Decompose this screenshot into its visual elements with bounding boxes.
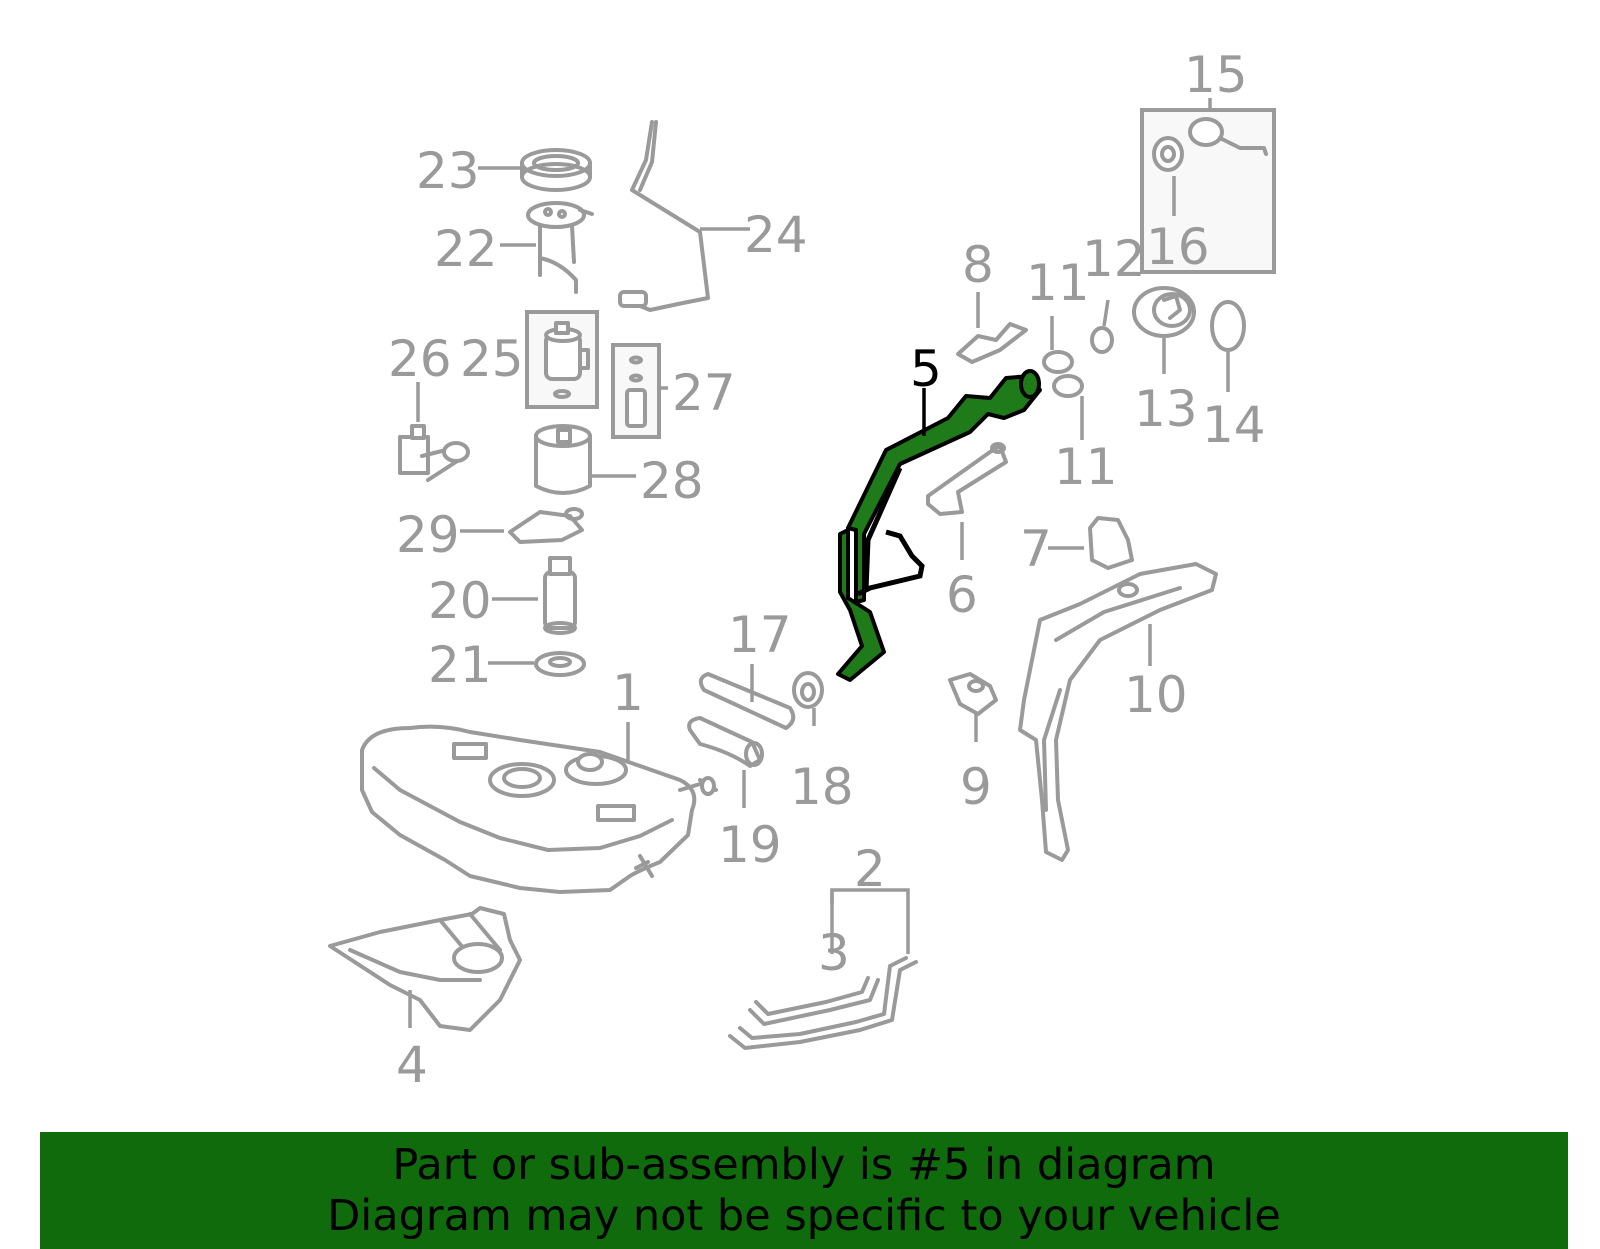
part-13-filler-neck (1132, 286, 1196, 338)
callout-10: 10 (1124, 666, 1188, 724)
part-27-check-valve (611, 343, 661, 439)
part-29-bracket (508, 507, 584, 544)
callout-23: 23 (416, 142, 480, 200)
callout-22: 22 (434, 220, 498, 278)
callout-7: 7 (1020, 520, 1052, 578)
callout-15: 15 (1184, 46, 1248, 104)
part-6-bracket (926, 442, 1008, 516)
leader-lines (408, 98, 1230, 1028)
part-5-filler-pipe (836, 369, 1042, 682)
callout-11b: 11 (1054, 438, 1118, 496)
callout-20: 20 (428, 572, 492, 630)
part-24-fuel-line (618, 120, 710, 312)
part-11-grommets (1042, 350, 1084, 398)
part-2-3-tank-straps (728, 956, 918, 1050)
callout-29: 29 (396, 506, 460, 564)
callout-8: 8 (962, 236, 994, 294)
callout-18: 18 (790, 758, 854, 816)
callout-27: 27 (672, 364, 736, 422)
part-20-fuel-pump (543, 556, 577, 635)
part-22-pump-bracket (526, 201, 594, 294)
callout-3: 3 (818, 924, 850, 982)
callout-21: 21 (428, 636, 492, 694)
part-9-clip (948, 672, 998, 716)
part-28-reservoir (534, 424, 592, 495)
callout-25: 25 (460, 330, 524, 388)
part-7-bracket (1088, 516, 1134, 570)
banner-line-1: Part or sub-assembly is #5 in diagram (392, 1139, 1216, 1190)
callout-14: 14 (1202, 396, 1266, 454)
callout-2: 2 (854, 840, 886, 898)
part-17-hose (698, 672, 796, 730)
part-15-fuel-cap (1140, 108, 1276, 274)
part-25-fuel-filter (525, 310, 599, 409)
part-23-lock-ring (520, 148, 592, 192)
parts-diagram: 1 2 3 4 5 6 7 8 9 10 11 11 12 13 14 15 1… (328, 46, 1276, 1094)
callout-26: 26 (388, 330, 452, 388)
callout-labels: 1 2 3 4 5 6 7 8 9 10 11 11 12 13 14 15 1… (388, 46, 1266, 1094)
callout-1: 1 (612, 664, 644, 722)
part-12-o-ring (1090, 326, 1114, 354)
part-18-clamp (792, 671, 824, 709)
callout-5: 5 (910, 340, 942, 398)
part-1-fuel-tank (360, 724, 718, 894)
callout-9: 9 (960, 758, 992, 816)
callout-11a: 11 (1026, 254, 1090, 312)
part-10-housing (1018, 562, 1218, 862)
part-4-heat-shield (328, 906, 522, 1032)
part-14-gasket (1210, 300, 1246, 352)
callout-16: 16 (1146, 218, 1210, 276)
callout-4: 4 (396, 1036, 428, 1094)
part-21-seal (534, 651, 586, 677)
callout-17: 17 (728, 606, 792, 664)
part-19-filler-hose (687, 716, 764, 768)
callout-24: 24 (744, 206, 808, 264)
banner-line-2: Diagram may not be specific to your vehi… (327, 1190, 1281, 1241)
callout-13: 13 (1134, 380, 1198, 438)
part-26-sender (398, 424, 470, 482)
callout-19: 19 (718, 816, 782, 874)
info-banner: Part or sub-assembly is #5 in diagram Di… (40, 1132, 1568, 1249)
callout-12: 12 (1082, 230, 1146, 288)
callout-28: 28 (640, 452, 704, 510)
part-8-bracket (956, 322, 1028, 364)
callout-6: 6 (946, 566, 978, 624)
